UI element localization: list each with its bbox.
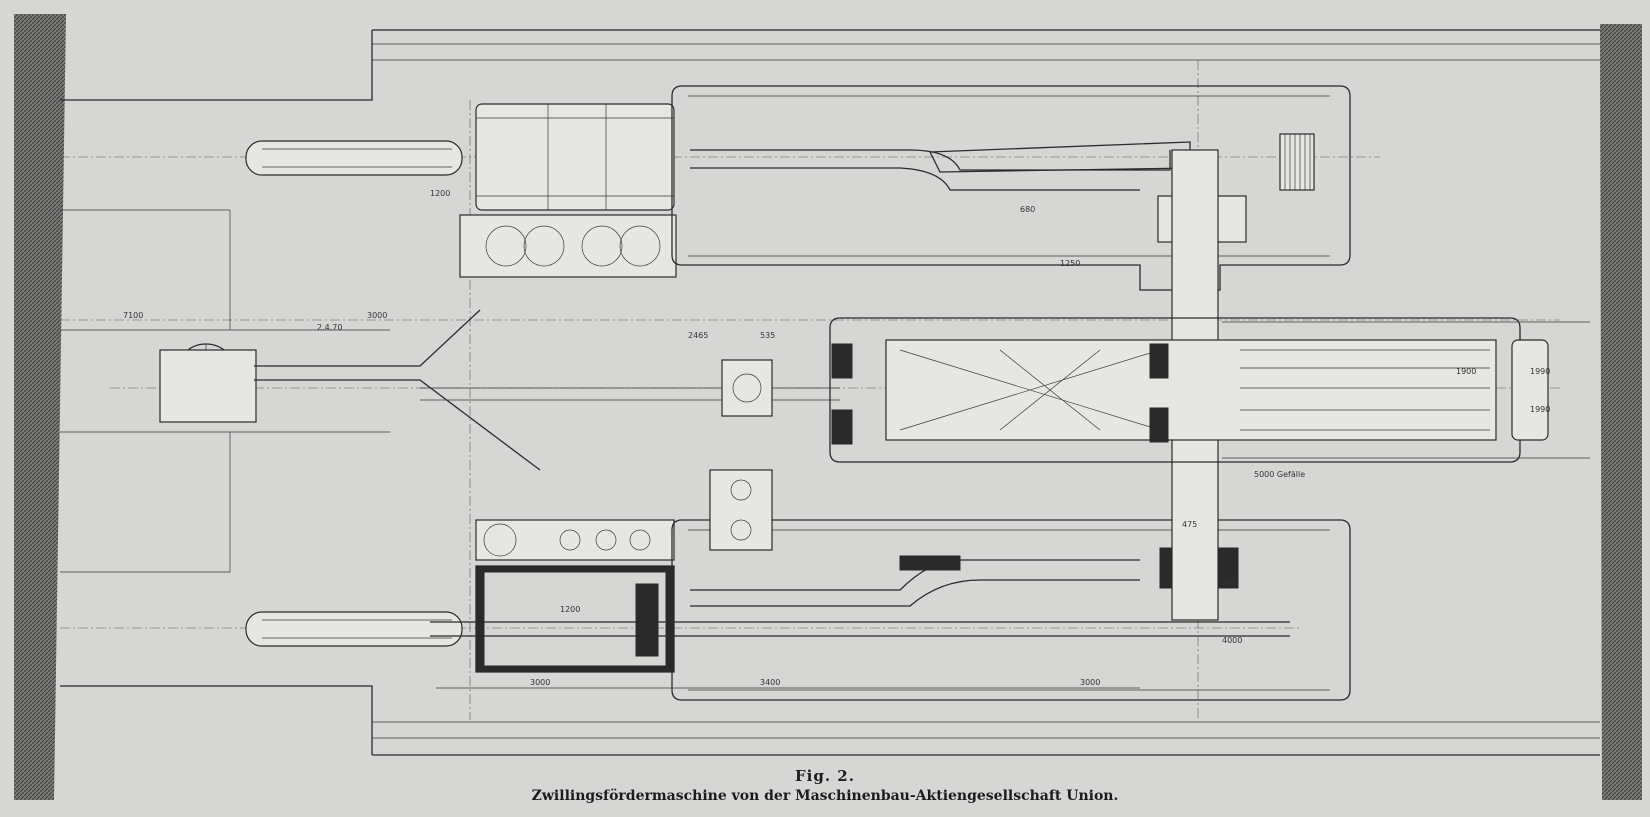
dim-label: 2.4.70 bbox=[317, 323, 342, 332]
dim-label: 1990 bbox=[1530, 367, 1550, 376]
dim-label: 3400 bbox=[760, 678, 780, 687]
dim-label: 3000 bbox=[1080, 678, 1100, 687]
lower-tail-rod-guide bbox=[245, 611, 463, 647]
upper-drum-coil bbox=[1279, 133, 1315, 191]
dim-label: 1200 bbox=[430, 189, 450, 198]
dim-label: 1250 bbox=[1060, 259, 1080, 268]
lower-frame bbox=[671, 519, 1351, 701]
figure-title: Fig. 2. bbox=[795, 767, 855, 785]
lower-crosshead bbox=[899, 555, 961, 571]
dim-label: 500 bbox=[1222, 578, 1237, 587]
rope-drum bbox=[885, 339, 1497, 441]
dim-label: 4000 bbox=[1222, 636, 1242, 645]
drum-end-bearing bbox=[1511, 339, 1549, 441]
drum-assembly bbox=[829, 149, 1590, 621]
dim-label: 1990 bbox=[1530, 405, 1550, 414]
valve-block bbox=[721, 359, 773, 417]
dim-label: 3000 bbox=[530, 678, 550, 687]
lower-piston-rod bbox=[430, 621, 1290, 637]
lower-valve-gear bbox=[475, 519, 675, 561]
figure-subtitle: Zwillingsfördermaschine von der Maschine… bbox=[531, 788, 1119, 804]
right-wall-hatching bbox=[1600, 24, 1642, 800]
dim-label: 7100 bbox=[123, 311, 143, 320]
drum-frame bbox=[829, 317, 1521, 463]
upper-tail-rod-guide bbox=[245, 140, 463, 176]
dim-label: 2465 bbox=[688, 331, 708, 340]
lower-engine bbox=[245, 519, 1351, 701]
governor bbox=[709, 469, 773, 551]
upper-crosshead-guide bbox=[690, 149, 1171, 191]
dim-label: 1200 bbox=[560, 605, 580, 614]
dim-label: 535 bbox=[760, 331, 775, 340]
dimension-lines: 3000 3000 3400 3000 4000 5000 Gefälle 71… bbox=[123, 189, 1550, 689]
figure-caption: Fig. 2. Zwillingsfördermaschine von der … bbox=[0, 766, 1650, 806]
dim-label: 5000 Gefälle bbox=[1254, 470, 1305, 479]
dim-label: 3000 bbox=[367, 311, 387, 320]
foundation-outline bbox=[60, 29, 1600, 756]
left-wall-hatching bbox=[14, 14, 66, 800]
upper-valve-chest bbox=[459, 214, 677, 278]
dim-label: 475 bbox=[1182, 520, 1197, 529]
dim-label: 1900 bbox=[1456, 367, 1476, 376]
upper-frame bbox=[671, 85, 1351, 291]
upper-cylinder bbox=[475, 103, 675, 211]
regulator-gear bbox=[159, 309, 840, 551]
dim-label: 680 bbox=[1020, 205, 1035, 214]
